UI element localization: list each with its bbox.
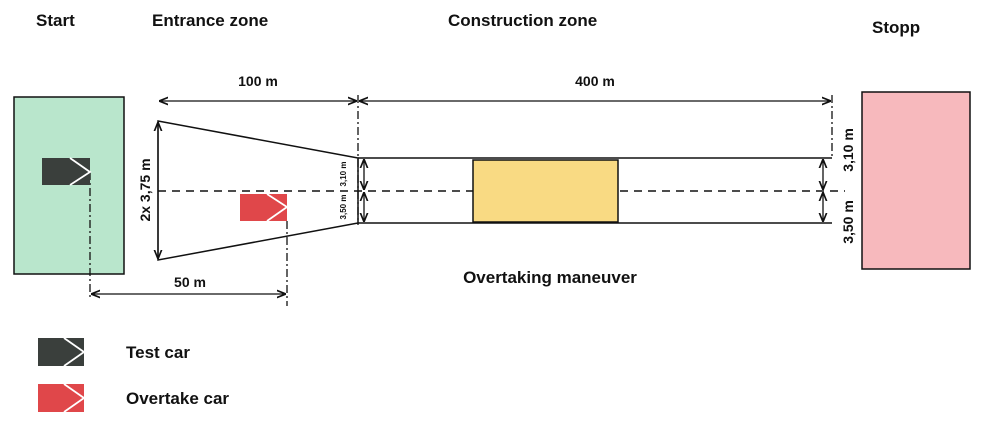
entrance-zone-label: Entrance zone <box>152 11 268 30</box>
overtaking-maneuver-label: Overtaking maneuver <box>463 268 637 287</box>
dim-label-lane-bottom-right: 3,50 m <box>840 200 856 244</box>
stop-label: Stopp <box>872 18 920 37</box>
legend-test-car-icon <box>38 337 86 367</box>
construction-zone-label: Construction zone <box>448 11 597 30</box>
start-area <box>13 96 125 275</box>
stop-area <box>861 91 971 270</box>
dim-label-400m: 400 m <box>575 73 615 89</box>
dim-label-lane-bottom-left: 3,50 m <box>339 195 348 220</box>
start-label: Start <box>36 11 75 30</box>
dim-label-entrance-width: 2x 3,75 m <box>137 158 153 221</box>
legend-overtake-car-icon <box>38 383 86 413</box>
work-area <box>472 159 619 223</box>
dim-label-lane-top-left: 3,10 m <box>339 162 348 187</box>
legend-overtake-car-label: Overtake car <box>126 389 229 408</box>
dim-label-lane-top-right: 3,10 m <box>840 128 856 172</box>
overtake-car-on-track <box>240 193 289 222</box>
dim-label-100m: 100 m <box>238 73 278 89</box>
legend-test-car-label: Test car <box>126 343 190 362</box>
dim-label-50m: 50 m <box>174 274 206 290</box>
test-car-on-track <box>42 157 92 186</box>
